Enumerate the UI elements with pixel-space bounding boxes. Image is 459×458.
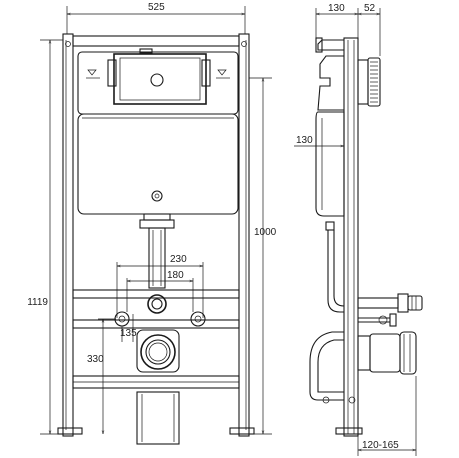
anchor-bolts xyxy=(114,294,206,327)
cistern-side xyxy=(315,55,345,217)
dim-depth-cistern: 130 xyxy=(315,3,359,38)
flush-pipe xyxy=(139,213,175,289)
dim-drain-offset: 135 xyxy=(120,314,137,342)
label-depth-plate: 52 xyxy=(364,3,376,14)
label-drain-offset: 135 xyxy=(120,328,137,339)
dim-drain-height: 330 xyxy=(87,318,116,434)
cistern xyxy=(77,48,239,215)
dim-anchor-outer: 230 xyxy=(116,254,204,318)
top-crossbar xyxy=(72,35,240,47)
label-drain-height: 330 xyxy=(87,354,104,365)
label-frame-width: 525 xyxy=(148,2,165,13)
drain-elbow-side xyxy=(309,331,417,404)
dim-frame-width: 525 xyxy=(66,2,246,34)
water-inlet-side xyxy=(357,293,423,313)
flush-plate-side xyxy=(357,57,381,107)
lower-crossbars xyxy=(72,289,240,389)
dim-depth-adjust: 120-165 xyxy=(357,376,417,456)
dim-depth-plate: 52 xyxy=(358,3,381,56)
dim-depth-mid: 130 xyxy=(294,135,344,146)
side-view: 130 52 130 120-165 xyxy=(294,3,423,456)
label-depth-mid: 130 xyxy=(296,135,313,146)
anchor-bolt-side xyxy=(358,313,397,327)
dim-total-height: 1119 xyxy=(27,39,63,435)
front-view: 525 1119 1000 230 180 xyxy=(27,2,277,445)
dim-cistern-height: 1000 xyxy=(249,77,277,435)
label-depth-adjust: 120-165 xyxy=(362,440,399,451)
flush-pipe-side xyxy=(325,221,345,313)
dim-anchor-inner: 180 xyxy=(126,270,194,312)
label-depth-cistern: 130 xyxy=(328,3,345,14)
label-anchor-inner: 180 xyxy=(167,270,184,281)
label-cistern-height: 1000 xyxy=(254,227,277,238)
frame-uprights xyxy=(57,33,255,437)
drain-outlet xyxy=(136,329,180,445)
label-total-height: 1119 xyxy=(27,297,48,308)
label-anchor-outer: 230 xyxy=(170,254,187,265)
